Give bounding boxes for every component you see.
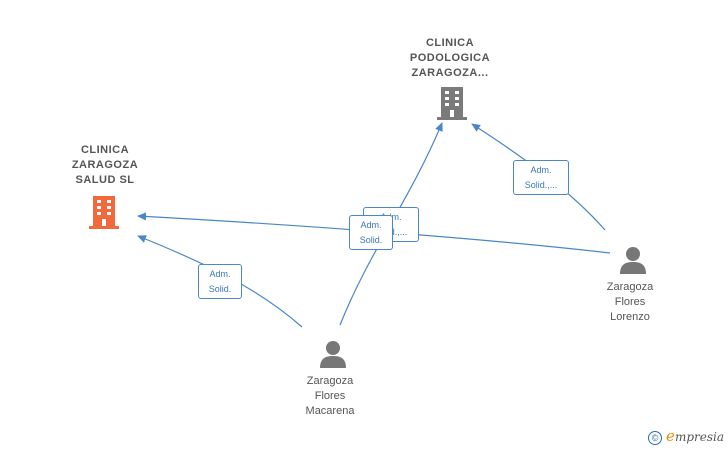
- copyright-icon: ©: [648, 430, 663, 445]
- person-icon[interactable]: [617, 244, 649, 276]
- label-line: Zaragoza: [306, 375, 354, 387]
- brand-logo-letter: e: [666, 427, 675, 445]
- company-label-clinica-podologica[interactable]: CLINICA PODOLOGICA ZARAGOZA...: [395, 36, 505, 81]
- label-line: Flores: [314, 390, 346, 402]
- label-line: SALUD SL: [75, 174, 135, 186]
- badge-line: Adm.: [209, 269, 231, 279]
- label-line: PODOLOGICA: [409, 52, 491, 64]
- person-icon[interactable]: [317, 338, 349, 370]
- label-line: ZARAGOZA: [71, 159, 139, 171]
- badge-line: Solid.,...: [524, 180, 558, 190]
- badge-line: Solid.: [359, 235, 383, 245]
- badge-line: Adm.: [530, 165, 552, 175]
- label-line: Macarena: [305, 405, 355, 417]
- badge-line: Solid.: [208, 284, 232, 294]
- building-icon[interactable]: [88, 194, 120, 230]
- label-line: Lorenzo: [610, 311, 650, 323]
- company-label-clinica-zaragoza-salud[interactable]: CLINICA ZARAGOZA SALUD SL: [55, 143, 155, 188]
- label-line: ZARAGOZA...: [411, 67, 489, 79]
- label-line: CLINICA: [425, 37, 475, 49]
- label-line: CLINICA: [80, 144, 130, 156]
- brand-footer[interactable]: ©empresia: [648, 427, 724, 445]
- building-icon[interactable]: [436, 85, 468, 121]
- person-label-lorenzo[interactable]: Zaragoza Flores Lorenzo: [585, 280, 675, 325]
- label-line: Zaragoza: [606, 281, 654, 293]
- label-line: Flores: [614, 296, 646, 308]
- edge-role-badge[interactable]: Adm. Solid.: [198, 264, 242, 299]
- person-label-macarena[interactable]: Zaragoza Flores Macarena: [285, 374, 375, 419]
- edge-role-badge[interactable]: Adm. Solid.,...: [513, 160, 569, 195]
- badge-line: Adm.: [360, 220, 382, 230]
- edge-role-badge[interactable]: Adm. Solid.: [349, 215, 393, 250]
- brand-name: mpresia: [674, 430, 724, 444]
